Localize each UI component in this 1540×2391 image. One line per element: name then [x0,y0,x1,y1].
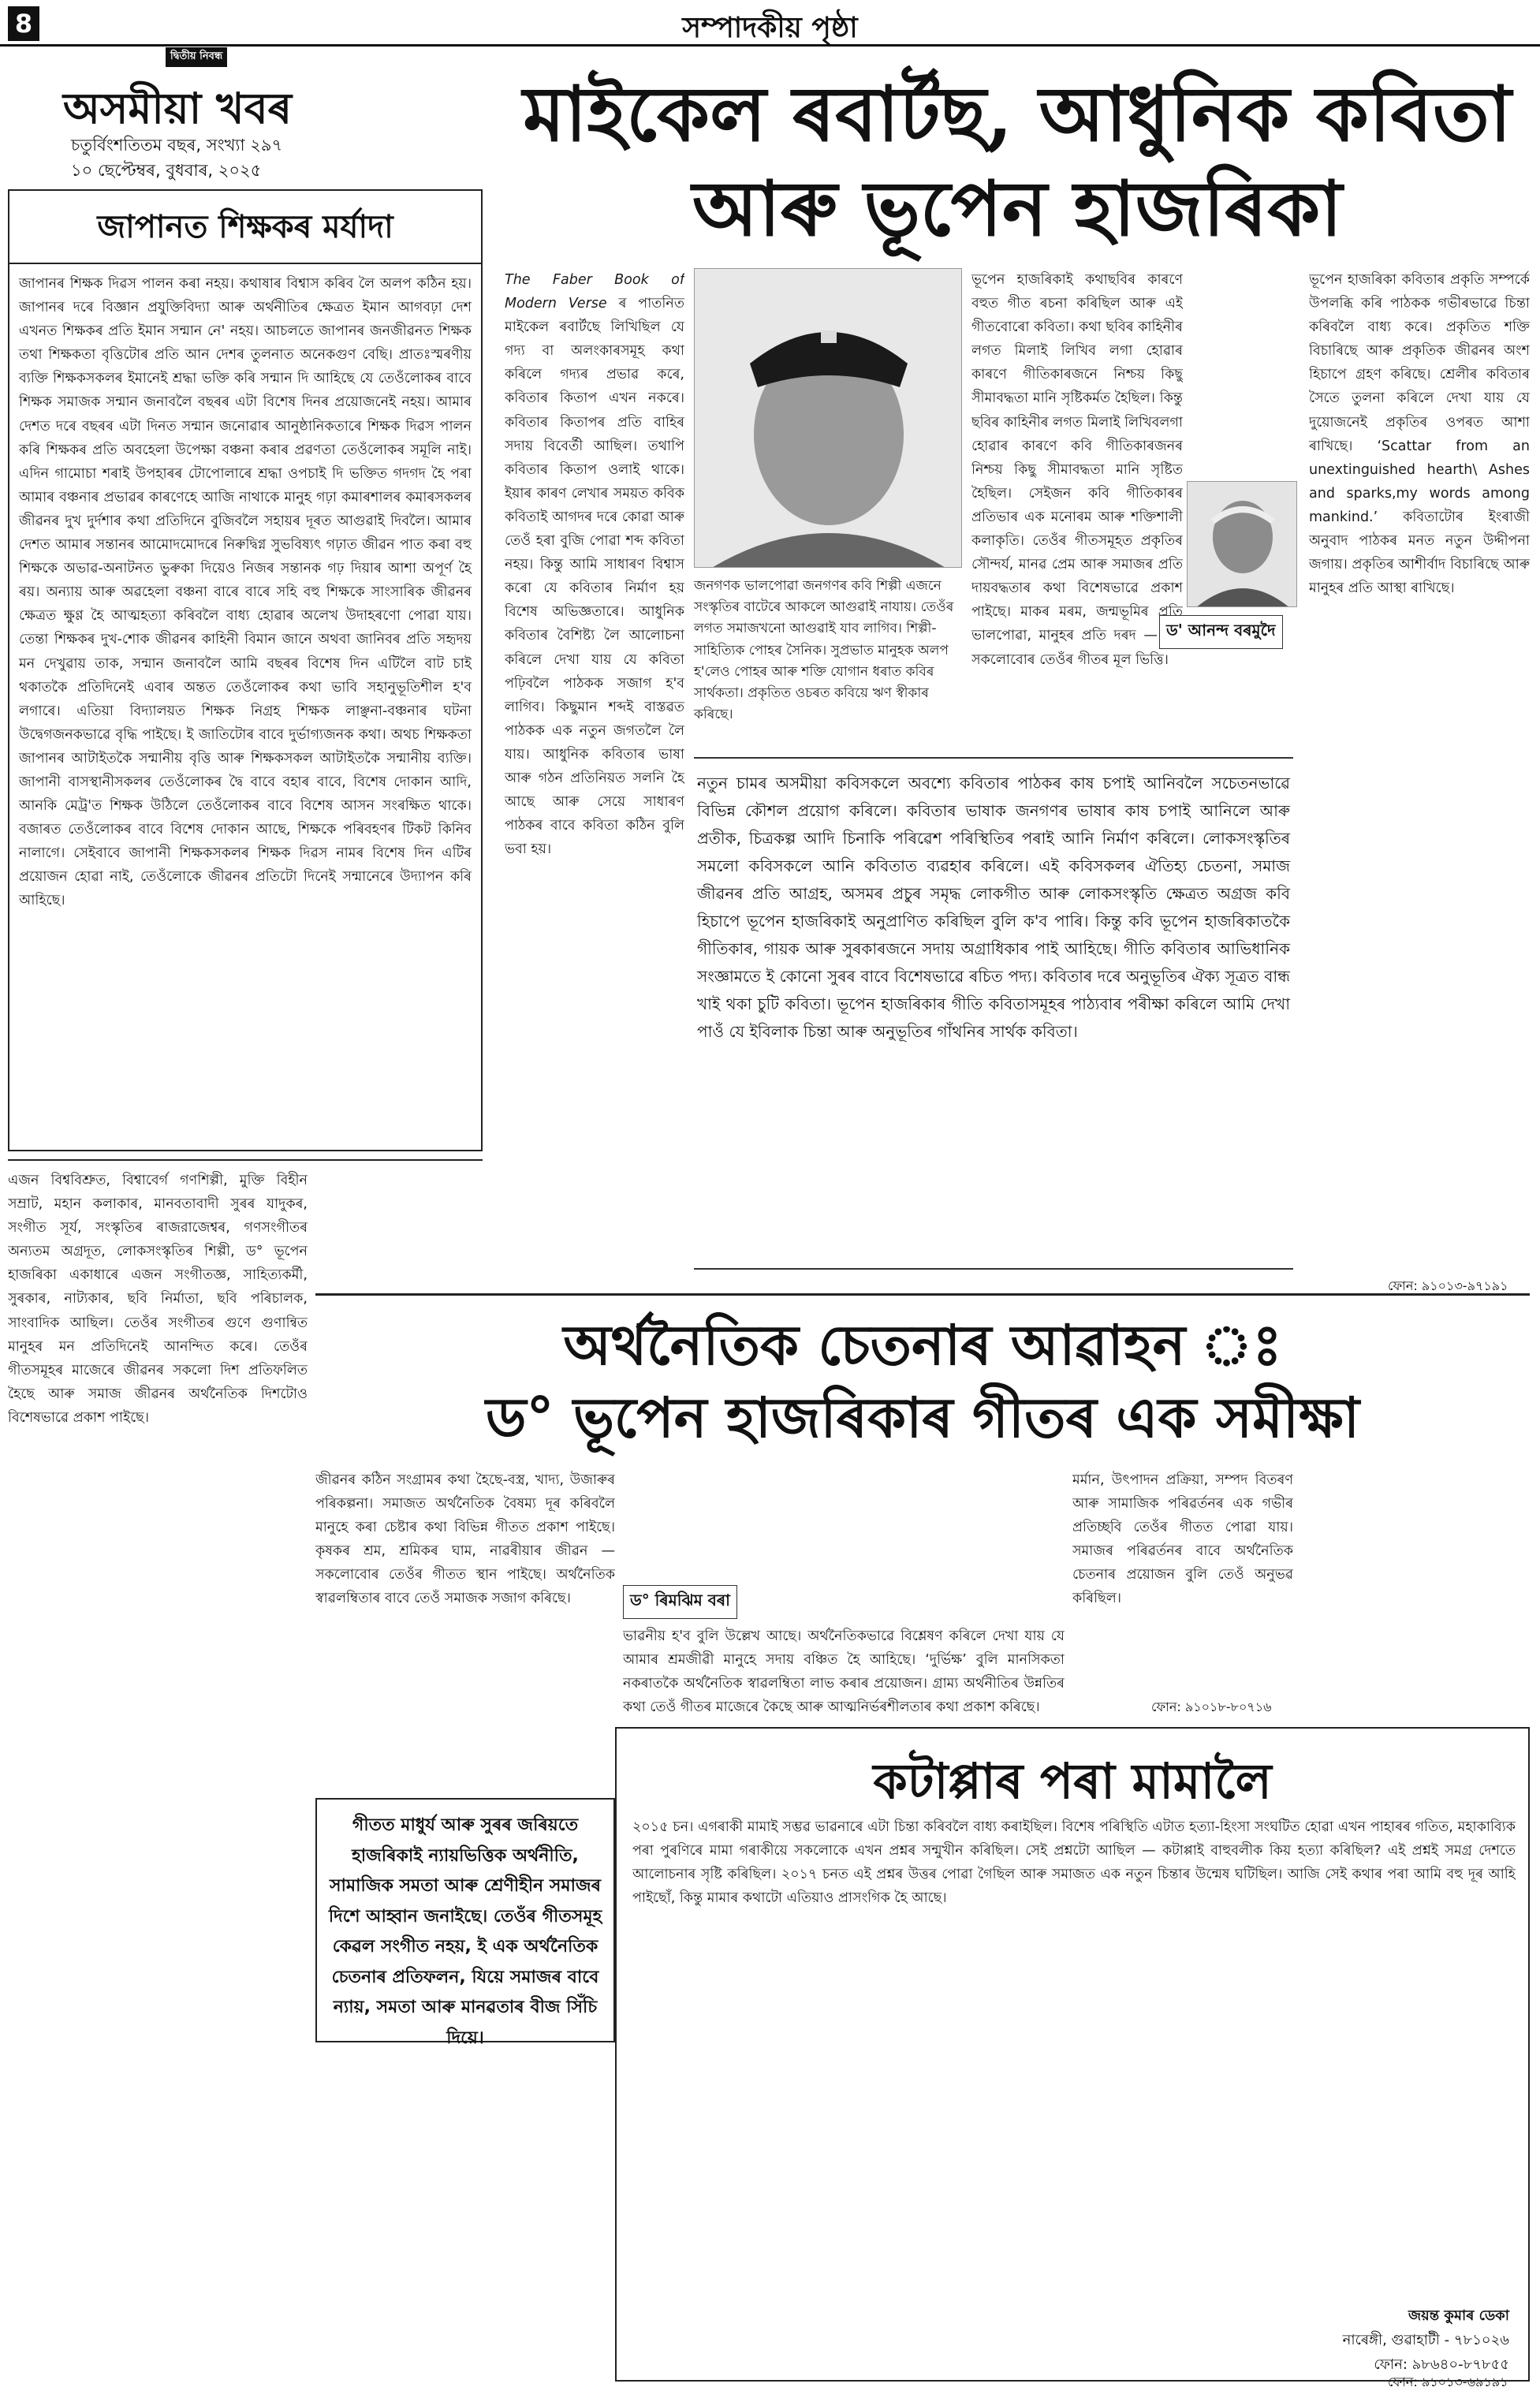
article1-headline-line2: আৰু ভূপেন হাজৰিকা [692,164,1343,253]
article3-box: কটাপ্পাৰ পৰা মামালৈ ২০১৫ চন। এগৰাকী মামা… [615,1727,1530,2382]
article3-signature: জয়ন্ত কুমাৰ ডেকা নাৰেঙ্গী, গুৱাহাটী - ৭… [1194,2304,1509,2378]
article1-column-3: ভূপেন হাজৰিকা কবিতাৰ প্ৰকৃতি সম্পৰ্কে উপ… [1309,272,1530,597]
date-line: ১০ ছেপ্টেম্বৰ, বুধবাৰ, ২০২৫ [71,161,262,180]
article3-author: জয়ন্ত কুমাৰ ডেকা [1408,2307,1509,2324]
editorial-box: জাপানত শিক্ষকৰ মৰ্যাদা জাপানৰ শিক্ষক দিৱ… [8,189,483,1151]
bhupen-hazarika-photo [694,268,962,568]
divider [8,1159,483,1161]
article2-column-b: ভাৱনীয় হ'ব বুলি উল্লেখ আছে। অৰ্থনৈতিকভা… [623,1628,1065,1716]
author-name-tag: ড' আনন্দ বৰমুদৈ [1159,615,1283,649]
article2-headline-line1: অৰ্থনৈতিক চেতনাৰ আৱাহন ঃ [563,1312,1282,1378]
article3-place: নাৰেঙ্গী, গুৱাহাটী - ৭৮১০২৬ [1342,2332,1509,2348]
editorial-title: জাপানত শিক্ষকৰ মৰ্যাদা [9,191,481,264]
article1-column-2: ভূপেন হাজৰিকাই কথাছবিৰ কাৰণে বহুত গীত ৰচ… [971,272,1183,668]
article2-inset-quote: গীতত মাধুৰ্য আৰু সুৰৰ জৰিয়তে হাজৰিকাই ন… [315,1798,615,2048]
article1-phone: ফোন: ৯১০১৩-৯৭১৯১ [1388,1278,1508,1293]
section-title: সম্পাদকীয় পৃষ্ঠা [682,11,858,44]
article2-phone: ফোন: ৯১০১৮-৮০৭১৬ [1151,1699,1272,1714]
photo-caption: জনগণক ভালপোৱা জনগণৰ কবি শিল্পী এজনে সংস্… [694,578,954,723]
article3-headline: কটাপ্পাৰ পৰা মামালৈ [873,1752,1272,1810]
article2-column-a: জীৱনৰ কঠিন সংগ্ৰামৰ কথা হৈছে-বস্ত্ৰ, খাদ… [315,1472,615,1607]
editorial-tag: দ্বিতীয় নিবন্ধ [166,47,228,67]
newspaper-name: অসমীয়া খবৰ [63,83,293,133]
editorial-body: জাপানৰ শিক্ষক দিৱস পালন কৰা নহয়। কথাষাৰ… [19,276,472,909]
portrait-illustration [695,269,961,567]
article2-author-tag: ড° ৰিমঝিম বৰা [623,1585,737,1619]
volume-line: চতুৰ্বিংশতিতম বছৰ, সংখ্যা ২৯৭ [71,136,283,155]
article1-continuation [1301,1468,1530,1721]
article2-top-rule [315,1293,1530,1296]
article1-pull-quote: নতুন চামৰ অসমীয়া কবিসকলে অবশ্যে কবিতাৰ … [694,757,1293,1270]
page-number: 8 [8,6,39,41]
article1-col1-text: ৰ পাতনিত মাইকেল ৰবাৰ্টছে লিখিছিল যে গদ্য… [505,296,684,858]
issue-meta: চতুৰ্বিংশতিতম বছৰ, সংখ্যা ২৯৭ ১০ ছেপ্টেম… [71,132,282,183]
article2-headline-line2: ড° ভূপেন হাজৰিকাৰ গীতৰ এক সমীক্ষা [486,1385,1359,1450]
article2-lead-column: এজন বিশ্ববিশ্ৰুত, বিশ্বাবেৰ্গ গণশিল্পী, … [8,1173,308,1426]
article2-column-c: মৰ্মান, উৎপাদন প্ৰক্ৰিয়া, সম্পদ বিতৰণ আ… [1072,1472,1293,1607]
article1-column-1: The Faber Book of Modern Verse ৰ পাতনিত … [505,268,684,1278]
author-portrait [1188,482,1296,606]
bottom-right-phone: ফোন: ৯১০১৩-৬৯১৯১ [1388,2374,1508,2389]
article3-phone: ফোন: ৯৮৬৪০-৮৭৮৫৫ [1374,2356,1509,2373]
article3-body: ২০১৫ চন। এগৰাকী মামাই সম্ভৱ ভাৱনাৰে এটা … [632,1819,1516,1907]
article1-headline-line1: মাইকেল ৰবাৰ্টছ, আধুনিক কবিতা [523,69,1512,159]
book-title: The Faber Book of Modern Verse [505,272,684,312]
header-rule [0,44,1540,47]
author-photo [1187,481,1297,607]
